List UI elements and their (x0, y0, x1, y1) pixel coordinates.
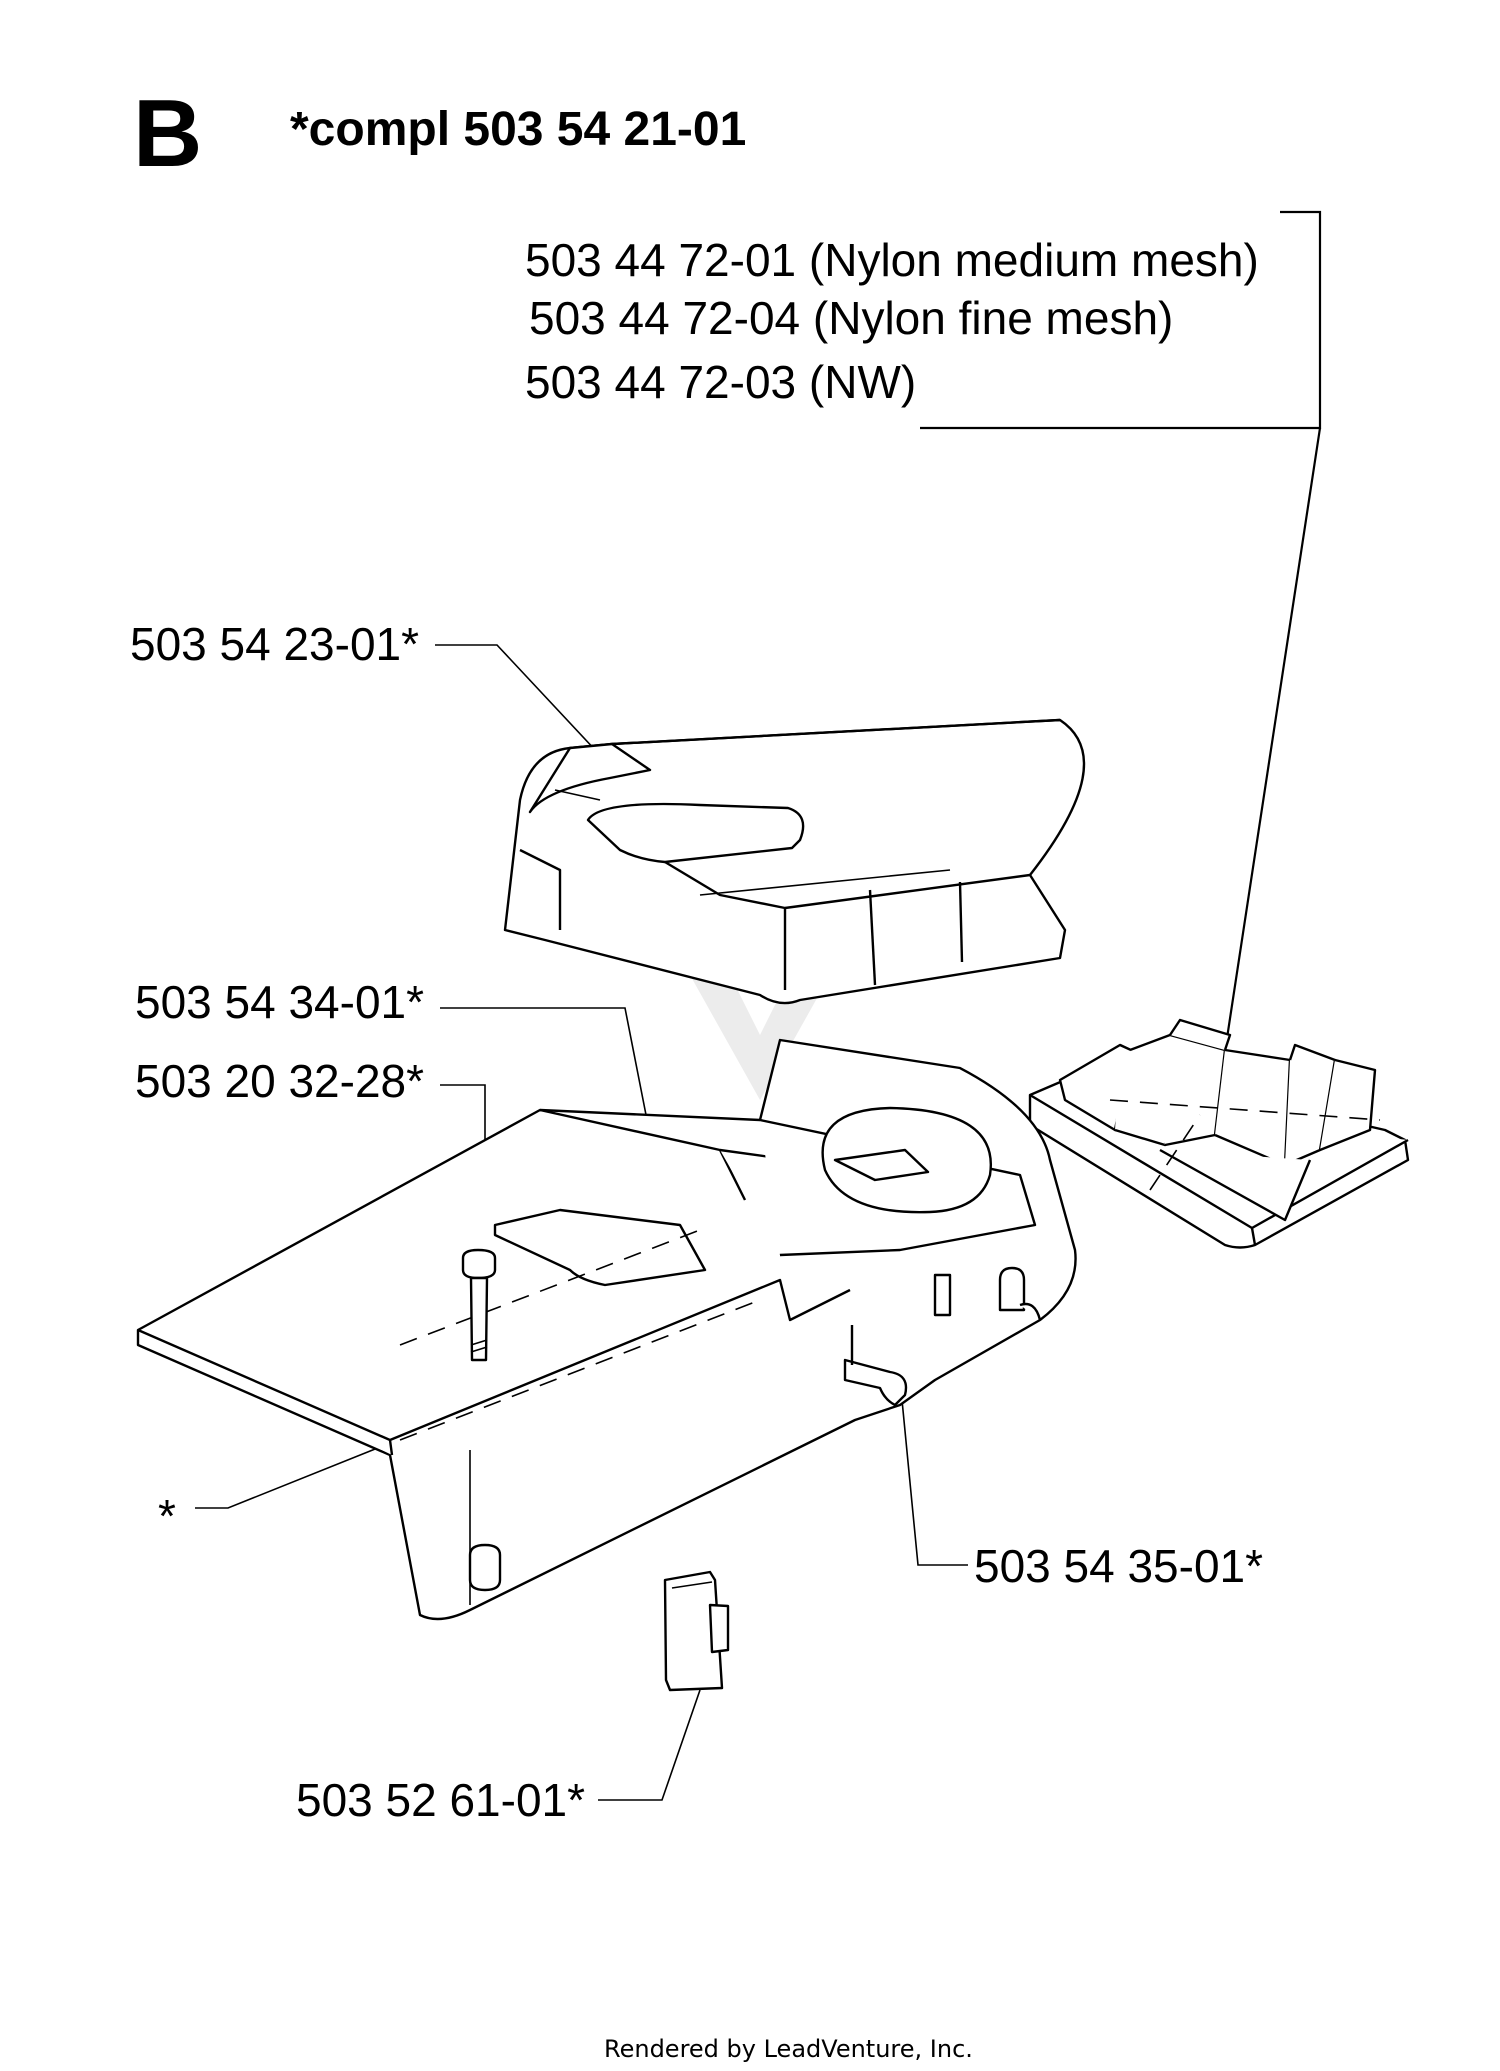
housing-part (136, 1038, 1077, 1621)
filter-mesh-callout: 503 44 72-01 (Nylon medium mesh) 503 44 … (525, 210, 1322, 1131)
filter-mesh-fine-label[interactable]: 503 44 72-04 (Nylon fine mesh) (529, 292, 1173, 344)
clip-leader (901, 1399, 968, 1566)
plate-part (663, 1570, 730, 1692)
asterisk-label[interactable]: * (158, 1490, 176, 1542)
clip-part (843, 1325, 908, 1407)
top-cover-leader (435, 644, 613, 769)
seal-strip-leader (440, 1007, 649, 1126)
plate-leader (598, 1689, 701, 1801)
screw-label[interactable]: 503 20 32-28* (135, 1055, 424, 1107)
filter-leader-bracket (920, 210, 1322, 430)
air-filter-part (1028, 1018, 1410, 1249)
filter-mesh-medium-label[interactable]: 503 44 72-01 (Nylon medium mesh) (525, 234, 1259, 286)
top-cover-label[interactable]: 503 54 23-01* (130, 618, 419, 670)
footer-credit: Rendered by LeadVenture, Inc. (604, 2035, 973, 2063)
kit-note: *compl 503 54 21-01 (290, 103, 746, 156)
section-letter: B (133, 80, 202, 187)
asterisk-leader (195, 1444, 386, 1509)
filter-leader-line (1211, 427, 1322, 1131)
seal-strip-label[interactable]: 503 54 34-01* (135, 976, 424, 1028)
screw-part (461, 1248, 497, 1362)
top-cover-part (503, 718, 1086, 1005)
filter-mesh-nw-label[interactable]: 503 44 72-03 (NW) (525, 356, 916, 408)
clip-label[interactable]: 503 54 35-01* (974, 1540, 1263, 1592)
plate-label[interactable]: 503 52 61-01* (296, 1774, 585, 1826)
